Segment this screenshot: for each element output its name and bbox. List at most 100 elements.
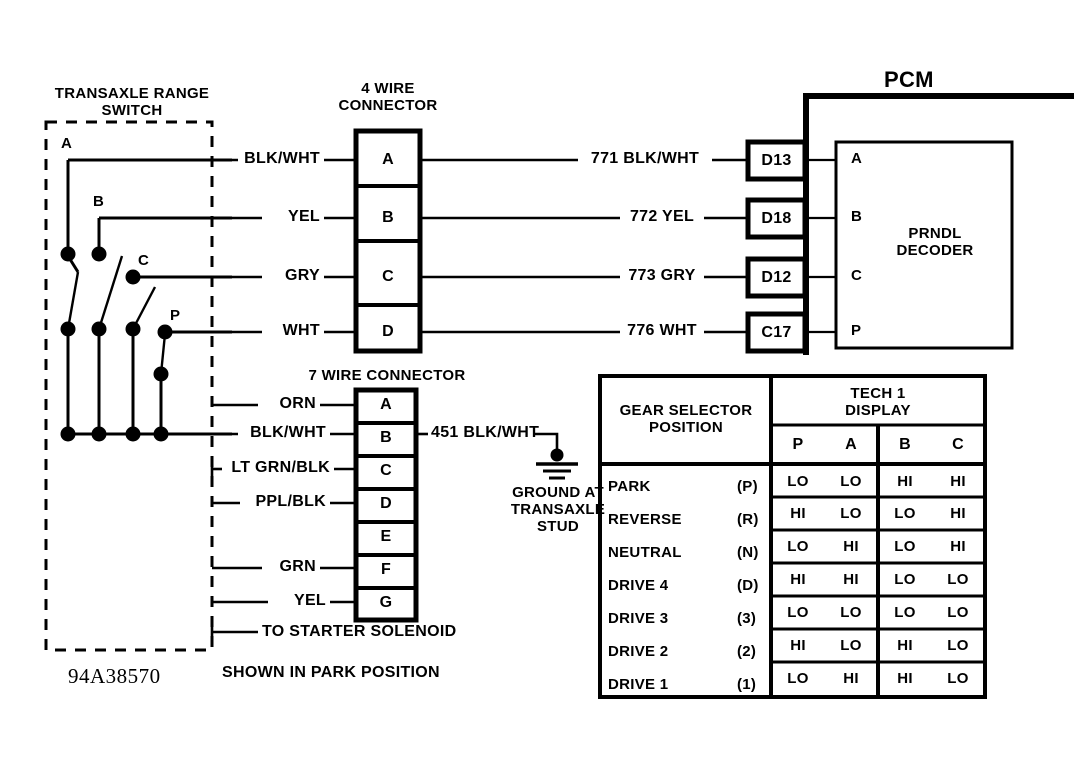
table-row-code-4: (3) [737,610,757,627]
decoder-input-c: C [851,267,863,284]
wire-label-yel-in: YEL [287,208,320,225]
pcm-pin-label-c17: C17 [761,324,792,341]
table-cell-5-c: LO [947,637,969,654]
table-subheader-b: B [899,436,911,453]
prndl-decoder-label-line1: PRNDL [908,225,962,242]
table-row-name-5: DRIVE 2 [608,643,669,660]
table-cell-1-p: HI [790,505,806,522]
switch-contact-c-upper [125,269,141,285]
transaxle-switch-title-line2: SWITCH [101,101,163,119]
wire-label-yel-7: YEL [293,592,326,609]
part-number: 94A38570 [68,664,161,688]
table-header-tech1-display: TECH 1 DISPLAY [771,385,985,420]
table-cell-6-a: HI [843,670,859,687]
switch-contact-label-a: A [61,135,73,152]
table-cell-6-p: LO [787,670,809,687]
table-cell-2-p: LO [787,538,809,555]
prndl-decoder-label-line2: DECODER [896,241,974,259]
connector-7wire-pin-b: B [380,429,392,446]
run-451-to-ground [535,432,559,451]
table-cell-3-a: HI [843,571,859,588]
connector-7wire-pin-g: G [379,594,393,611]
table-cell-3-c: LO [947,571,969,588]
connector-4wire-title-line1: 4 WIRE [361,80,415,97]
table-row-name-1: REVERSE [608,511,682,528]
circuit-label-772: 772 YEL [629,208,695,225]
table-row-code-6: (1) [737,676,757,693]
table-cell-4-a: LO [840,604,862,621]
table-subheader-p: P [792,436,804,453]
connector-7wire-title: 7 WIRE CONNECTOR [308,367,466,384]
connector-7wire-pin-e: E [380,528,392,545]
switch-contact-a-lower [60,321,76,337]
switch-contact-label-p: P [170,307,181,324]
pcm-title: PCM [884,67,934,92]
wire-label-blkwht-in: BLK/WHT [244,150,320,167]
table-cell-4-p: LO [787,604,809,621]
switch-junction-c [125,426,141,442]
table-header-gear-selector: GEAR SELECTOR POSITION [605,402,767,437]
circuit-label-451: 451 BLK/WHT [431,424,540,441]
pcm-boundary [803,93,1074,355]
connector-7wire-pin-c: C [380,462,392,479]
starter-solenoid-label: TO STARTER SOLENOID [262,623,457,640]
connector-4wire-pin-d: D [382,323,394,340]
pcm-pin-label-d12: D12 [761,269,792,286]
table-cell-1-b: LO [894,505,916,522]
table-subheader-a: A [845,436,857,453]
table-cell-6-c: LO [947,670,969,687]
switch-junction-b [91,426,107,442]
wire-label-wht-in: WHT [282,322,320,339]
table-row-code-3: (D) [737,577,759,594]
table-cell-3-p: HI [790,571,806,588]
table-cell-3-b: LO [894,571,916,588]
table-row-name-6: DRIVE 1 [608,676,669,693]
table-cell-4-c: LO [947,604,969,621]
table-cell-2-a: HI [843,538,859,555]
switch-junction-p [153,426,169,442]
wire-label-grn: GRN [279,558,316,575]
table-header-tech1-line2: DISPLAY [845,401,911,419]
table-cell-5-p: HI [790,637,806,654]
prndl-decoder-box [834,140,1014,350]
table-cell-0-p: LO [787,473,809,490]
circuit-label-776: 776 WHT [627,322,697,339]
shown-in-park-note: SHOWN IN PARK POSITION [222,664,440,681]
connector-4wire-pin-b: B [382,209,394,226]
decoder-input-p: P [851,322,862,339]
table-cell-1-c: HI [950,505,966,522]
switch-contact-label-b: B [93,193,105,210]
table-cell-0-b: HI [897,473,913,490]
ground-caption-line1: GROUND AT [512,484,604,501]
table-cell-5-a: LO [840,637,862,654]
decoder-input-a: A [851,150,863,167]
table-header-gear-selector-line2: POSITION [648,418,724,436]
ground-caption-line2: TRANSAXLE [510,500,606,518]
table-row-code-1: (R) [737,511,759,528]
transaxle-switch-title: TRANSAXLE RANGE SWITCH [22,85,242,120]
table-cell-2-b: LO [894,538,916,555]
switch-contact-b-lower [91,321,107,337]
table-row-name-0: PARK [608,478,651,495]
table-row-name-3: DRIVE 4 [608,577,669,594]
table-row-name-4: DRIVE 3 [608,610,669,627]
transaxle-switch-boundary [44,120,214,652]
wire-label-pplblk: PPL/BLK [255,493,326,510]
pcm-pin-label-d18: D18 [761,210,792,227]
table-row-name-2: NEUTRAL [608,544,682,561]
table-cell-2-c: HI [950,538,966,555]
switch-wiper-c-arm [131,286,157,330]
table-cell-4-b: LO [894,604,916,621]
tech1-table-outer [598,374,987,699]
wire-label-orn: ORN [279,395,316,412]
connector-4wire-title: 4 WIRE CONNECTOR [310,80,466,115]
wire-label-gry-in: GRY [285,267,320,284]
ground-caption-line3: STUD [536,517,580,535]
circuit-label-771: 771 BLK/WHT [590,150,700,167]
table-cell-5-b: HI [897,637,913,654]
connector-7wire-body [353,387,419,623]
wire-label-ltgrnblk: LT GRN/BLK [231,459,330,476]
table-cell-0-c: HI [950,473,966,490]
table-row-code-0: (P) [737,478,758,495]
